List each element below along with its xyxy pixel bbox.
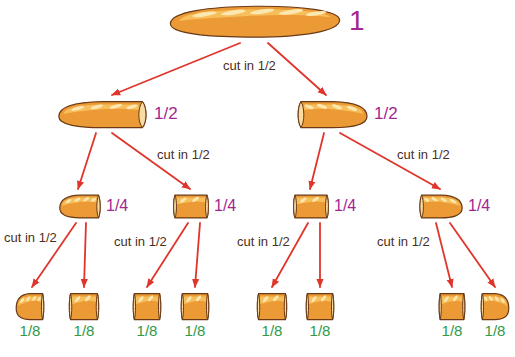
edge-label-box: cut in 1/2 — [376, 232, 431, 250]
cut-arrow — [310, 133, 324, 189]
baguette-piece — [295, 98, 370, 130]
fraction-label: 1/2 — [154, 105, 178, 124]
cut-arrow — [78, 133, 96, 189]
baguette-piece — [180, 290, 210, 322]
baguette-shape — [174, 195, 209, 218]
cut-label: cut in 1/2 — [156, 147, 211, 162]
edge-label-box: cut in 1/2 — [156, 145, 211, 163]
cut-arrow — [84, 223, 86, 287]
edge-label-box: cut in 1/2 — [3, 228, 58, 246]
baguette-piece — [68, 290, 100, 322]
baguette-shape — [60, 195, 100, 218]
baguette-shape — [16, 294, 44, 320]
cut-arrow — [195, 223, 200, 287]
fraction-label: 1/8 — [442, 323, 463, 340]
bread-piece-node: 1/2 — [55, 98, 178, 130]
baguette-shape — [294, 195, 329, 218]
fraction-label: 1 — [349, 6, 365, 37]
baguette-shape — [481, 294, 509, 320]
bread-piece-node: 1/4 — [172, 192, 236, 220]
fraction-label: 1/8 — [485, 323, 506, 340]
fraction-label: 1/4 — [468, 197, 490, 215]
baguette-piece — [305, 290, 335, 322]
cut-arrow — [319, 223, 321, 287]
cut-label: cut in 1/2 — [376, 234, 431, 249]
baguette-shape — [133, 294, 160, 320]
baguette-piece — [55, 98, 150, 130]
baguette-piece — [256, 290, 288, 322]
baguette-shape — [306, 294, 333, 320]
bread-piece-node: 1/8 — [305, 290, 335, 340]
baguette-shape — [170, 6, 339, 37]
fraction-label: 1/4 — [106, 197, 128, 215]
bread-piece-node: 1/8 — [480, 290, 510, 340]
bread-piece-node: 1 — [165, 2, 365, 40]
edge-label-box: cut in 1/2 — [236, 232, 291, 250]
cut-arrow — [272, 223, 308, 287]
cut-arrow — [112, 43, 240, 95]
fraction-label: 1/8 — [20, 323, 41, 340]
cut-label: cut in 1/2 — [3, 230, 58, 245]
bread-piece-node: 1/4 — [292, 192, 356, 220]
bread-piece-node: 1/8 — [15, 290, 45, 340]
cut-label: cut in 1/2 — [113, 234, 168, 249]
fraction-label: 1/8 — [262, 323, 283, 340]
fraction-label: 1/4 — [334, 197, 356, 215]
baguette-piece — [438, 290, 466, 322]
edge-label-box: cut in 1/2 — [222, 56, 277, 74]
bread-piece-node: 1/8 — [68, 290, 100, 340]
cut-label: cut in 1/2 — [396, 147, 451, 162]
fraction-label: 1/8 — [185, 323, 206, 340]
baguette-shape — [257, 294, 286, 320]
baguette-piece — [172, 192, 210, 220]
bread-piece-node: 1/4 — [418, 192, 490, 220]
baguette-piece — [165, 2, 345, 40]
baguette-shape — [69, 294, 98, 320]
cut-arrow — [147, 223, 188, 287]
baguette-piece — [418, 192, 464, 220]
baguette-piece — [292, 192, 330, 220]
fraction-label: 1/4 — [214, 197, 236, 215]
baguette-shape — [298, 102, 367, 128]
baguette-piece — [480, 290, 510, 322]
cut-label: cut in 1/2 — [236, 234, 291, 249]
bread-piece-node: 1/8 — [180, 290, 210, 340]
baguette-shape — [439, 294, 465, 320]
bread-piece-node: 1/2 — [295, 98, 398, 130]
fraction-label: 1/8 — [137, 323, 158, 340]
cut-label: cut in 1/2 — [222, 58, 277, 73]
baguette-piece — [132, 290, 162, 322]
baguette-piece — [15, 290, 45, 322]
fraction-label: 1/8 — [310, 323, 331, 340]
bread-piece-node: 1/8 — [256, 290, 288, 340]
cut-arrow — [450, 223, 495, 287]
edge-label-box: cut in 1/2 — [396, 145, 451, 163]
fraction-label: 1/8 — [74, 323, 95, 340]
baguette-shape — [181, 294, 208, 320]
edge-label-box: cut in 1/2 — [113, 232, 168, 250]
bread-piece-node: 1/8 — [438, 290, 466, 340]
bread-piece-node: 1/4 — [58, 192, 128, 220]
baguette-piece — [58, 192, 102, 220]
cut-arrow — [436, 223, 452, 287]
baguette-shape — [420, 195, 462, 218]
baguette-shape — [59, 102, 146, 128]
bread-piece-node: 1/8 — [132, 290, 162, 340]
fraction-label: 1/2 — [374, 105, 398, 124]
